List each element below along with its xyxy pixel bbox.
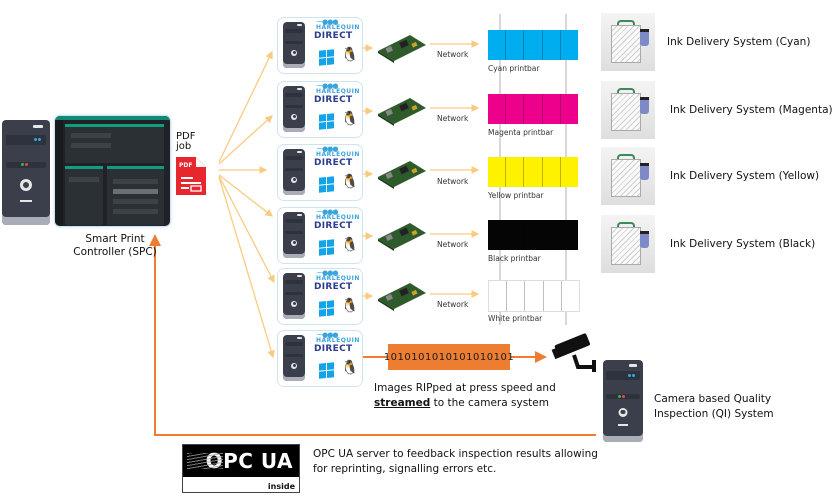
controller-board-icon (374, 221, 428, 251)
harlequin-dots-icon: ·····●●● (316, 208, 338, 216)
windows-icon (319, 362, 334, 379)
printbar-black (488, 220, 578, 250)
stream-caption: Images RIPped at press speed and streame… (374, 382, 556, 409)
harlequin-brand-top: HARLEQUIN (316, 88, 360, 95)
harlequin-brand-main: DIRECT (314, 344, 353, 354)
printbar-label: Black printbar (488, 254, 541, 263)
controller-pc-icon (2, 120, 50, 225)
camera-icon (550, 333, 600, 373)
controller-board-icon (374, 159, 428, 189)
windows-icon (319, 300, 334, 317)
fanout-arrows (218, 50, 275, 359)
stream-caption-emphasis: streamed (374, 397, 431, 409)
harlequin-direct-node-1: ·····●●● HARLEQUIN DIRECT 🐧 (277, 17, 363, 74)
harlequin-brand-main: DIRECT (314, 95, 353, 105)
linux-tux-icon: 🐧 (341, 111, 359, 127)
harlequin-direct-node-2: ·····●●● HARLEQUIN DIRECT 🐧 (277, 81, 363, 138)
windows-icon (319, 239, 334, 256)
opc-ua-logo: OPC UA inside (182, 444, 300, 493)
fanout-arrow-5 (218, 175, 275, 284)
ink-delivery-label: Ink Delivery System (Magenta) (670, 104, 833, 116)
fanout-arrow-2 (218, 115, 273, 165)
rip-pc-icon (283, 22, 305, 68)
pdf-file-icon: PDF (176, 157, 206, 195)
ink-delivery-unit-icon (601, 215, 655, 273)
controller-board-icon (374, 96, 428, 126)
harlequin-direct-node-3: ·····●●● HARLEQUIN DIRECT 🐧 (277, 144, 363, 201)
ink-delivery-label: Ink Delivery System (Black) (670, 238, 816, 250)
harlequin-direct-node-4: ·····●●● HARLEQUIN DIRECT 🐧 (277, 207, 363, 264)
harlequin-dots-icon: ·····●●● (316, 82, 338, 90)
harlequin-brand-main: DIRECT (314, 31, 353, 41)
ink-delivery-label: Ink Delivery System (Cyan) (667, 36, 811, 48)
ink-delivery-unit-icon (601, 13, 655, 71)
printbar-label: Cyan printbar (488, 64, 540, 73)
windows-icon (319, 176, 334, 193)
harlequin-brand-top: HARLEQUIN (316, 337, 360, 344)
rip-pc-icon (283, 149, 305, 195)
network-label: Network (437, 240, 469, 249)
harlequin-dots-icon: ·····●●● (316, 269, 338, 277)
printbar-label: White printbar (488, 314, 543, 323)
linux-tux-icon: 🐧 (341, 360, 359, 376)
ink-delivery-label: Ink Delivery System (Yellow) (670, 170, 820, 182)
linux-tux-icon: 🐧 (341, 298, 359, 314)
controller-board-icon (374, 33, 428, 63)
harlequin-brand-main: DIRECT (314, 282, 353, 292)
controller-board-icon (374, 281, 428, 311)
rip-pc-icon (283, 335, 305, 381)
ink-delivery-unit-icon (601, 147, 655, 205)
qi-system-pc-icon (603, 360, 643, 442)
network-label: Network (437, 177, 469, 186)
spc-app-screenshot (54, 115, 171, 227)
harlequin-direct-node-5: ·····●●● HARLEQUIN DIRECT 🐧 (277, 268, 363, 325)
binary-stream-box: 1010101010101010101 (384, 344, 514, 370)
spc-label: Smart Print Controller (SPC) (73, 233, 157, 258)
harlequin-dots-icon: ·····●●● (316, 331, 338, 339)
rip-pc-icon (283, 273, 305, 319)
harlequin-brand-main: DIRECT (314, 158, 353, 168)
harlequin-dots-icon: ·····●●● (316, 145, 338, 153)
rip-pc-icon (283, 212, 305, 258)
ink-delivery-unit-icon (601, 81, 655, 139)
harlequin-brand-main: DIRECT (314, 221, 353, 231)
pdf-job-label: PDF job (176, 131, 196, 152)
linux-tux-icon: 🐧 (341, 237, 359, 253)
fanout-arrow-1 (218, 50, 273, 163)
harlequin-brand-top: HARLEQUIN (316, 214, 360, 221)
linux-tux-icon: 🐧 (341, 47, 359, 63)
harlequin-brand-top: HARLEQUIN (316, 24, 360, 31)
network-label: Network (437, 300, 469, 309)
rip-pc-icon (283, 86, 305, 132)
opc-ua-logo-sub: inside (267, 482, 295, 491)
printbar-yellow (488, 157, 578, 187)
linux-tux-icon: 🐧 (341, 174, 359, 190)
harlequin-brand-top: HARLEQUIN (316, 275, 360, 282)
fanout-arrow-4 (218, 174, 274, 217)
network-label: Network (437, 50, 469, 59)
windows-icon (319, 49, 334, 66)
printbar-label: Magenta printbar (488, 128, 554, 137)
network-label: Network (437, 114, 469, 123)
harlequin-direct-node-6: ·····●●● HARLEQUIN DIRECT 🐧 (277, 330, 363, 387)
printbar-cyan (488, 30, 578, 60)
printbar-white (488, 280, 580, 312)
opc-caption: OPC UA server to feedback inspection res… (313, 448, 598, 475)
printbar-magenta (488, 94, 578, 124)
fanout-arrow-6 (218, 176, 275, 359)
harlequin-brand-top: HARLEQUIN (316, 151, 360, 158)
qi-system-label: Camera based Quality Inspection (QI) Sys… (654, 393, 774, 420)
windows-icon (319, 113, 334, 130)
printbar-label: Yellow printbar (488, 191, 544, 200)
harlequin-dots-icon: ·····●●● (316, 18, 338, 26)
pdf-icon-text: PDF (179, 162, 193, 169)
